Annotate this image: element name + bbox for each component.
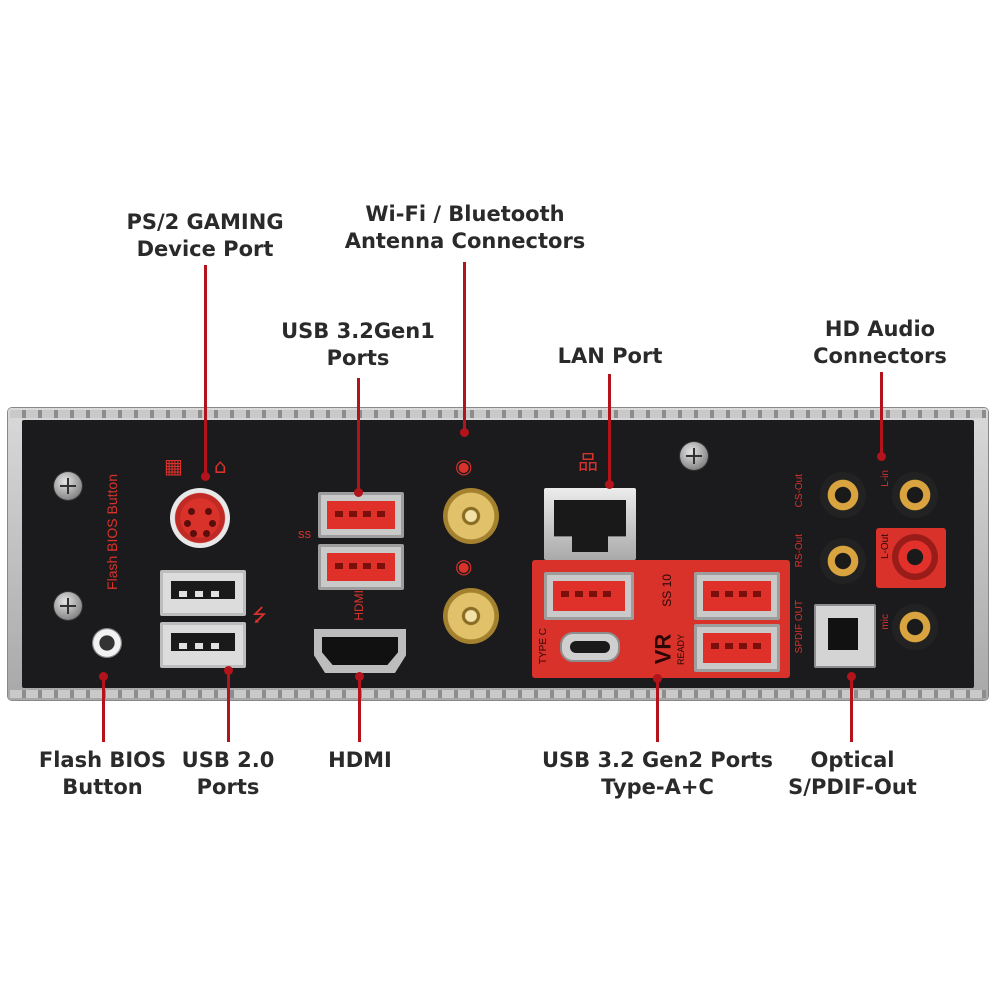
leader-hdmi xyxy=(358,676,361,742)
callout-lan-port: LAN Port xyxy=(530,343,690,370)
leader-ps2 xyxy=(204,265,207,475)
callout-line: LAN Port xyxy=(557,344,663,368)
callout-usb32-gen2: USB 3.2 Gen2 Ports Type-A+C xyxy=(530,747,785,801)
callout-line: USB 3.2Gen1 xyxy=(281,319,435,343)
callout-line: Optical xyxy=(810,748,895,772)
audio-jack-line-out[interactable] xyxy=(892,534,938,580)
callout-line: USB 2.0 xyxy=(181,748,275,772)
callout-line: Connectors xyxy=(813,344,947,368)
screw-icon xyxy=(54,592,82,620)
l-in-label: L-in xyxy=(880,470,891,487)
callout-usb20: USB 2.0 Ports xyxy=(168,747,288,801)
hdmi-port[interactable] xyxy=(314,629,406,673)
leader-dot xyxy=(605,480,614,489)
callout-line: Antenna Connectors xyxy=(344,229,586,253)
callout-line: Ports xyxy=(196,775,260,799)
lan-port[interactable] xyxy=(544,488,636,560)
callout-flash-bios: Flash BIOS Button xyxy=(30,747,175,801)
leader-dot xyxy=(354,488,363,497)
callout-line: Flash BIOS xyxy=(38,748,167,772)
usb-icon: ⭍ xyxy=(252,605,267,626)
leader-usb20 xyxy=(227,670,230,742)
l-out-label: L-Out xyxy=(880,534,891,560)
optical-spdif-port[interactable] xyxy=(814,604,876,668)
leader-dot xyxy=(847,672,856,681)
mouse-icon: ⌂ xyxy=(214,454,227,478)
callout-wifi-bluetooth: Wi-Fi / Bluetooth Antenna Connectors xyxy=(335,201,595,255)
audio-jack-line-in[interactable] xyxy=(892,472,938,518)
callout-hd-audio: HD Audio Connectors xyxy=(800,316,960,370)
screw-icon xyxy=(54,472,82,500)
callout-usb32-gen1: USB 3.2Gen1 Ports xyxy=(268,318,448,372)
usb2-port[interactable] xyxy=(160,622,246,668)
hdmi-panel-label: HDMI xyxy=(352,590,366,621)
spdif-out-label: SPDIF OUT xyxy=(794,600,805,654)
rs-out-label: RS-Out xyxy=(794,534,805,568)
leader-dot xyxy=(460,428,469,437)
ss10-icon: SS 10 xyxy=(660,574,674,607)
leader-dot xyxy=(99,672,108,681)
leader-dot xyxy=(877,452,886,461)
ready-label: READY xyxy=(676,634,686,666)
callout-line: HD Audio xyxy=(824,317,936,341)
leader-dot xyxy=(653,674,662,683)
callout-line: S/PDIF-Out xyxy=(788,775,917,799)
shield-perforation-bottom xyxy=(10,690,986,698)
leader-wifi xyxy=(463,262,466,432)
leader-dot xyxy=(355,672,364,681)
leader-usb32-gen2 xyxy=(656,678,659,742)
keyboard-icon: ▦ xyxy=(164,454,183,478)
leader-lan xyxy=(608,374,611,484)
usb32-gen1-port[interactable] xyxy=(318,544,404,590)
antenna-connector[interactable] xyxy=(443,588,499,644)
shield-perforation-top xyxy=(10,410,986,418)
leader-dot xyxy=(201,472,210,481)
type-c-panel-label: TYPE C xyxy=(538,628,549,665)
mic-label: mic xyxy=(880,614,891,630)
callout-ps2-gaming-port: PS/2 GAMING Device Port xyxy=(105,209,305,263)
leader-usb32-gen1 xyxy=(357,378,360,492)
vr-ready-logo: VR xyxy=(650,633,676,665)
callout-line: Ports xyxy=(326,346,390,370)
ps2-port[interactable] xyxy=(170,488,230,548)
callout-line: Device Port xyxy=(136,237,274,261)
usb32-gen2-port[interactable] xyxy=(694,572,780,620)
usb32-gen2-port[interactable] xyxy=(544,572,634,620)
antenna-icon: ◉ xyxy=(455,554,473,578)
usb32-gen2-port[interactable] xyxy=(694,624,780,672)
audio-jack-cs-out[interactable] xyxy=(820,472,866,518)
callout-line: HDMI xyxy=(328,748,392,772)
leader-flash-bios xyxy=(102,676,105,742)
audio-jack-rs-out[interactable] xyxy=(820,538,866,584)
usb32-gen1-port[interactable] xyxy=(318,492,404,538)
callout-line: Wi-Fi / Bluetooth xyxy=(365,202,565,226)
flash-bios-button[interactable] xyxy=(92,628,122,658)
callout-line: PS/2 GAMING xyxy=(126,210,284,234)
cs-out-label: CS-Out xyxy=(794,474,805,508)
callout-optical-spdif: Optical S/PDIF-Out xyxy=(770,747,935,801)
callout-line: USB 3.2 Gen2 Ports xyxy=(541,748,774,772)
usb2-port[interactable] xyxy=(160,570,246,616)
leader-hd-audio xyxy=(880,372,883,456)
callout-hdmi: HDMI xyxy=(310,747,410,774)
antenna-icon: ◉ xyxy=(455,454,473,478)
callout-line: Type-A+C xyxy=(601,775,714,799)
usb-type-c-port[interactable] xyxy=(560,632,620,662)
screw-icon xyxy=(680,442,708,470)
flash-bios-panel-label: Flash BIOS Button xyxy=(104,474,120,590)
leader-optical xyxy=(850,676,853,742)
superspeed-icon: ss xyxy=(298,526,311,541)
leader-dot xyxy=(224,666,233,675)
callout-line: Button xyxy=(62,775,143,799)
network-icon: 品 xyxy=(578,450,598,474)
antenna-connector[interactable] xyxy=(443,488,499,544)
audio-jack-mic[interactable] xyxy=(892,604,938,650)
